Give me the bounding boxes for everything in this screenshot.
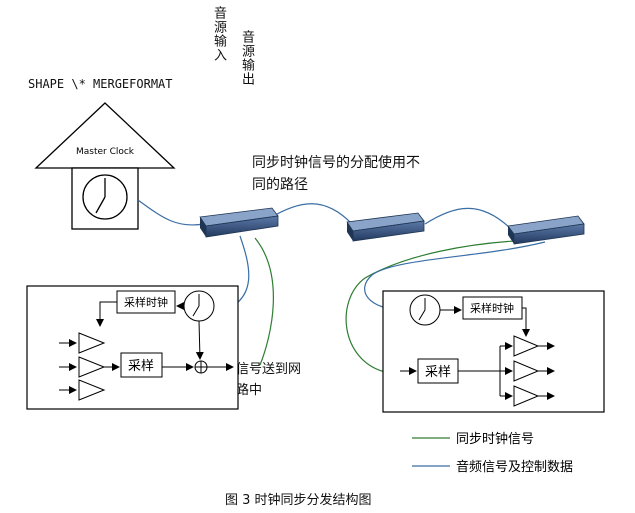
left-sampler-box [120, 352, 163, 378]
legend: 同步时钟信号 音频信号及控制数据 [412, 431, 573, 475]
network-switch-2 [346, 212, 425, 242]
blue-line-switch1-to-switch2 [269, 203, 353, 225]
green-line-switch1-to-network [254, 237, 274, 366]
left-sample-clock-label: 采样时钟 [124, 295, 168, 309]
right-sample-clock-label: 采样时钟 [470, 301, 514, 315]
network-switch-1 [199, 207, 279, 238]
audio-output-label: 音源输出 [239, 30, 254, 86]
right-device: 采样时钟 采样 [382, 290, 605, 413]
shape-field-code: SHAPE \* MERGEFORMAT [28, 77, 173, 91]
audio-input-label: 音源输入 [211, 6, 226, 62]
legend-label-sync-clock: 同步时钟信号 [456, 431, 534, 447]
green-line-switch3-to-right-device [345, 239, 536, 373]
left-amplifier-3 [78, 379, 106, 401]
network-switch-3 [507, 215, 585, 245]
network-note-line1: 信号送到网 [236, 362, 302, 377]
right-amplifier-3 [513, 385, 540, 407]
network-note-line2: 路中 [236, 383, 263, 398]
left-amplifier-1 [78, 332, 106, 354]
diagram-heading-line1: 同步时钟信号的分配使用不 [252, 155, 420, 171]
master-clock: Master Clock [34, 102, 176, 230]
diagram-heading-line2: 同的路径 [252, 177, 308, 193]
right-amplifier-2 [513, 360, 540, 382]
left-amplifier-2 [78, 356, 106, 378]
blue-line-master-to-switch1 [137, 199, 205, 226]
left-device: 采样时钟 采样 [26, 285, 239, 410]
master-clock-label: Master Clock [76, 147, 135, 157]
master-clock-roof [34, 102, 176, 169]
right-amplifier-1 [513, 335, 540, 357]
legend-label-audio-control: 音频信号及控制数据 [456, 459, 573, 475]
blue-line-switch3-to-right-clock [364, 241, 546, 311]
caption: 图 3 时钟同步分发结构图 [225, 493, 372, 508]
blue-line-switch2-to-switch3 [424, 207, 511, 229]
left-sampler-label: 采样 [128, 359, 154, 374]
right-sampler-box [417, 358, 459, 384]
right-sampler-label: 采样 [425, 365, 451, 380]
